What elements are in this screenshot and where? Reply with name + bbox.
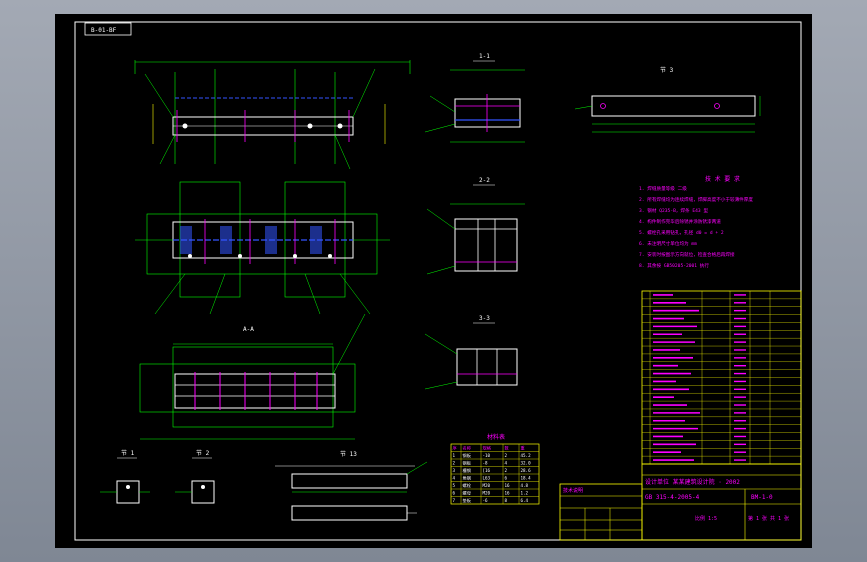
- stamp-box: [84, 22, 132, 36]
- bom-cell: 16: [505, 483, 511, 488]
- drawing-sheet[interactable]: B-01-BF: [55, 14, 812, 548]
- bom-cell: -6: [483, 498, 489, 503]
- sheet-code: BM-1-0: [751, 494, 773, 501]
- bom-cell: 8: [505, 498, 508, 503]
- bom-cell: 2: [505, 453, 508, 458]
- spec-header: 技术说明: [563, 487, 583, 494]
- parts-list-table: [641, 290, 802, 465]
- bom-cell: 18.4: [521, 476, 532, 481]
- bom-cell: 7: [453, 498, 456, 503]
- bom-cell: 螺母: [463, 490, 471, 497]
- bom-cell: M20: [483, 491, 491, 496]
- top-elevation-view[interactable]: [134, 60, 411, 170]
- note-line: 8. 其余按 GB50205-2001 执行: [639, 262, 709, 269]
- bom-cell: 16: [505, 491, 511, 496]
- bom-cell: L63: [483, 476, 491, 481]
- bom-header-cell: 名称: [463, 445, 471, 452]
- note-line: 7. 安装时按图示方向就位，检查合格后再焊接: [639, 251, 735, 258]
- bom-cell: 角钢: [463, 475, 471, 482]
- bom-cell: 6: [453, 491, 456, 496]
- bom-cell: 6.4: [521, 498, 529, 503]
- section-label-aa: A-A: [243, 326, 254, 333]
- bar-label: 节 13: [340, 450, 357, 458]
- bom-title: 材料表: [487, 433, 505, 441]
- bom-cell: 28.6: [521, 468, 532, 473]
- note-line: 2. 所有焊缝均为连续焊缝，焊脚高度不小于较薄件厚度: [639, 196, 753, 203]
- section-label-2: 2-2: [479, 177, 490, 184]
- bom-header-cell: 规格: [483, 445, 492, 452]
- bom-header-cell: 重: [521, 445, 525, 451]
- scale-cell: 比例 1:5: [695, 515, 717, 522]
- title-block: 设计单位 某某建筑设计院 · 2002 GB 315-4-2005-4 BM-1…: [559, 463, 802, 541]
- bom-header-cell: 序: [453, 445, 457, 452]
- section-view-3[interactable]: 3-3: [424, 315, 518, 390]
- section-label-side: 节 3: [660, 66, 674, 74]
- bom-cell: M20: [483, 483, 491, 488]
- detail-view-a[interactable]: 节 1: [100, 449, 150, 504]
- note-line: 1. 焊缝质量等级 二级: [639, 185, 687, 192]
- note-line: 3. 钢材 Q235-B，焊条 E43 型: [639, 207, 708, 214]
- note-line: 4. 构件制作完毕后除锈并涂防锈漆两道: [639, 218, 721, 225]
- notes-title: 技 术 要 求: [705, 175, 740, 183]
- drawing-frame: [74, 21, 802, 541]
- detail-label-b: 节 2: [196, 449, 210, 457]
- note-line: 6. 未注明尺寸单位均为 mm: [639, 240, 697, 247]
- drawing-number: GB 315-4-2005-4: [645, 494, 700, 501]
- bom-cell: -8: [483, 461, 489, 466]
- bom-cell: 4: [505, 461, 508, 466]
- bom-cell: 1.2: [521, 491, 529, 496]
- bom-cell: 槽钢: [463, 467, 471, 474]
- bom-cell: 4.8: [521, 483, 529, 488]
- bom-cell: 螺栓: [463, 482, 472, 489]
- bom-cell: 6: [505, 476, 508, 481]
- bar-detail-view[interactable]: 节 13: [275, 450, 428, 521]
- designer-line: 设计单位 某某建筑设计院 · 2002: [645, 478, 740, 486]
- bom-cell: -10: [483, 453, 491, 458]
- bom-cell: 垫板: [463, 497, 472, 504]
- drawing-stamp: B-01-BF: [91, 27, 117, 34]
- detail-view-b[interactable]: 节 2: [175, 449, 215, 504]
- bom-cell: 32.0: [521, 461, 532, 466]
- section-view-1[interactable]: 1-1: [424, 53, 525, 143]
- section-label-3: 3-3: [479, 315, 490, 322]
- technical-notes: 技 术 要 求 1. 焊缝质量等级 二级 2. 所有焊缝均为连续焊缝，焊脚高度不小…: [639, 175, 753, 269]
- bom-cell: [16: [483, 468, 491, 473]
- bom-cell: 钢板: [463, 452, 472, 459]
- bom-cell: 5: [453, 483, 456, 488]
- bottom-section-view[interactable]: A-A: [139, 313, 366, 440]
- section-label-1: 1-1: [479, 53, 490, 60]
- bom-table: 材料表 序名称 规格 数 重 1 钢板 -10 2 45.2 2 钢板 -8 4 32.0 3 槽钢 [16 2 2…: [450, 433, 540, 505]
- bom-header-cell: 数: [505, 445, 510, 452]
- detail-label-a: 节 1: [121, 449, 135, 457]
- bom-cell: 2: [505, 468, 508, 473]
- bom-cell: 45.2: [521, 453, 532, 458]
- bom-cell: 钢板: [463, 460, 472, 467]
- bom-cell: 4: [453, 476, 456, 481]
- bom-cell: 1: [453, 453, 456, 458]
- bom-cell: 3: [453, 468, 456, 473]
- side-plate-view[interactable]: 节 3: [574, 66, 761, 133]
- cad-drawing-canvas[interactable]: B-01-BF: [55, 14, 812, 548]
- note-line: 5. 螺栓孔采用钻孔，孔径 d0 = d + 2: [639, 229, 724, 236]
- middle-plan-view[interactable]: [135, 181, 390, 315]
- section-view-2[interactable]: 2-2: [426, 177, 525, 275]
- bom-cell: 2: [453, 461, 456, 466]
- sheet-cell: 第 1 张 共 1 张: [748, 515, 789, 522]
